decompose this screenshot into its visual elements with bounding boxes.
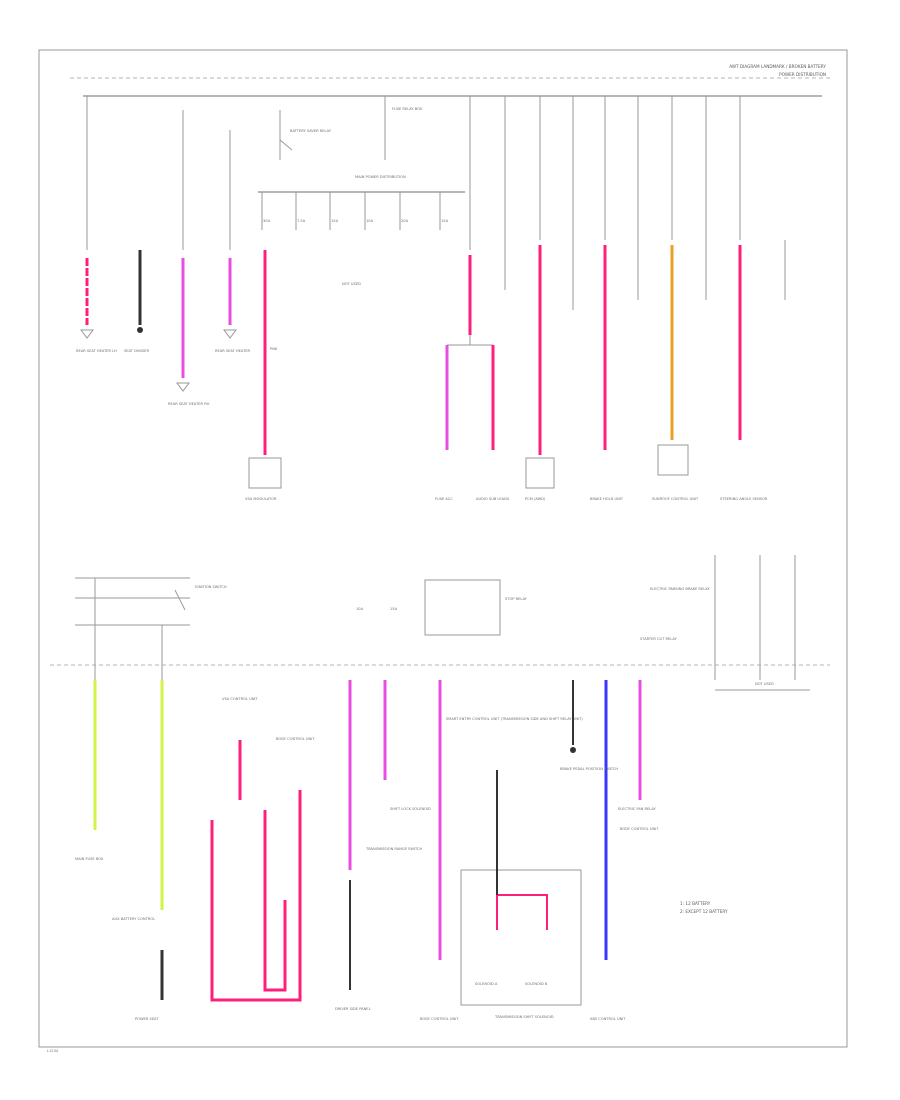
header-title-line1: AWT DIAGRAM LANDMARK / BROKEN BATTERY: [729, 64, 826, 69]
ground-symbol-1: [80, 329, 94, 339]
left-label-5: BODY CONTROL UNIT: [276, 737, 315, 741]
wire-pink-tsw: [496, 894, 548, 930]
fuse-3: 15A: [331, 219, 339, 223]
left-label-4: VSA CONTROL UNIT: [222, 697, 258, 701]
right-label-2: BODY CONTROL UNIT: [620, 827, 659, 831]
bottom-label-3: PCM (AWD): [525, 497, 546, 501]
left-label-2: AUX BATTERY CONTROL: [112, 917, 155, 921]
relay-label-2: ELECTRIC PARKING BRAKE RELAY: [650, 587, 710, 591]
diagram-border: [38, 49, 848, 1048]
ignition-switch: [174, 589, 186, 611]
unit-box: [657, 444, 689, 476]
bottom-label-4: BRAKE HOLD UNIT: [590, 497, 624, 501]
module-box: [248, 457, 282, 489]
note-label: SMART ENTRY CONTROL UNIT (TRANSMISSION S…: [446, 717, 583, 721]
center-label-4: BODY CONTROL UNIT: [420, 1017, 459, 1021]
fuse-6: 15A: [441, 219, 449, 223]
ground-label-3: REAR SEAT HEATER RH: [168, 402, 210, 406]
ground-dot-1: [137, 327, 143, 333]
center-label-1: SHIFT LOCK SOLENOID: [390, 807, 431, 811]
fuse-2: 7.5A: [297, 219, 306, 223]
center-label-3: DRIVER SIDE PANEL: [335, 1007, 371, 1011]
bottom-label-2: AUDIO SUB LEADS: [476, 497, 510, 501]
legend-item-2: 2: EXCEPT 12 BATTERY: [680, 909, 728, 914]
fuse-label-lower-1: 10A: [356, 607, 364, 611]
tsw-label: TRANSMISSION SHIFT SOLENOID: [494, 1015, 554, 1019]
ground-label-4: REAR SEAT HEATER: [215, 349, 251, 353]
bottom-label-1: FUSE ACC: [435, 497, 453, 501]
ground-label-2: SEAT DIVIDER: [124, 349, 149, 353]
left-label-3: POWER SEAT: [135, 1017, 159, 1021]
center-label-2: TRANSMISSION RANGE SWITCH: [365, 847, 423, 851]
wire-pink-loop-2: [263, 810, 287, 992]
relay-label: BATTERY SAVER RELAY: [290, 129, 332, 133]
wire-color-label: PNK: [270, 347, 278, 351]
relay-label-1: STOP RELAY: [505, 597, 528, 601]
fuse-5: 20A: [401, 219, 409, 223]
bottom-label-5: SUNROOF CONTROL UNIT: [652, 497, 699, 501]
relay-label-3: STARTER CUT RELAY: [640, 637, 678, 641]
relay-contact: [279, 139, 293, 151]
fuse-label-lower-2: 15A: [390, 607, 398, 611]
fuse-4: 10A: [366, 219, 374, 223]
legend-item-1: 1: 12 BATTERY: [680, 901, 711, 906]
ground-dot-lower: [570, 747, 576, 753]
ignition-label: IGNITION SWITCH: [195, 585, 227, 589]
not-used-label-2: NOT USED: [755, 682, 774, 686]
wire-pink-loop: [210, 790, 302, 1002]
tsw-part-1: SOLENOID A: [475, 982, 498, 986]
fuse-1: 30A: [263, 219, 271, 223]
abs-label: ABS CONTROL UNIT: [590, 1017, 626, 1021]
tsw-part-2: SOLENOID B: [525, 982, 548, 986]
bottom-label-6: STEERING ANGLE SENSOR: [720, 497, 768, 501]
ground-symbol-3: [176, 382, 190, 392]
header-title-line2: POWER DISTRIBUTION: [779, 72, 826, 77]
module-label: VSA MODULATOR: [245, 497, 277, 501]
page-code: L1234: [47, 1049, 59, 1053]
relay-box: [424, 579, 501, 636]
fuse-block-label: MAIN POWER DISTRIBUTION: [355, 175, 406, 179]
left-label-1: MAIN FUSE BOX: [75, 857, 104, 861]
center-label-5: BRAKE PEDAL POSITION SWITCH: [560, 767, 618, 771]
top-fuse-label: FUSE RELAY BOX: [392, 107, 423, 111]
tsw-box: [460, 869, 582, 1006]
ground-label-1: REAR SEAT HEATER LH: [76, 349, 117, 353]
sensor-box: [525, 457, 555, 489]
ground-symbol-4: [223, 329, 237, 339]
right-label-1: ELECTRIC FAN RELAY: [618, 807, 657, 811]
not-used-label-1: NOT USED: [342, 282, 361, 286]
